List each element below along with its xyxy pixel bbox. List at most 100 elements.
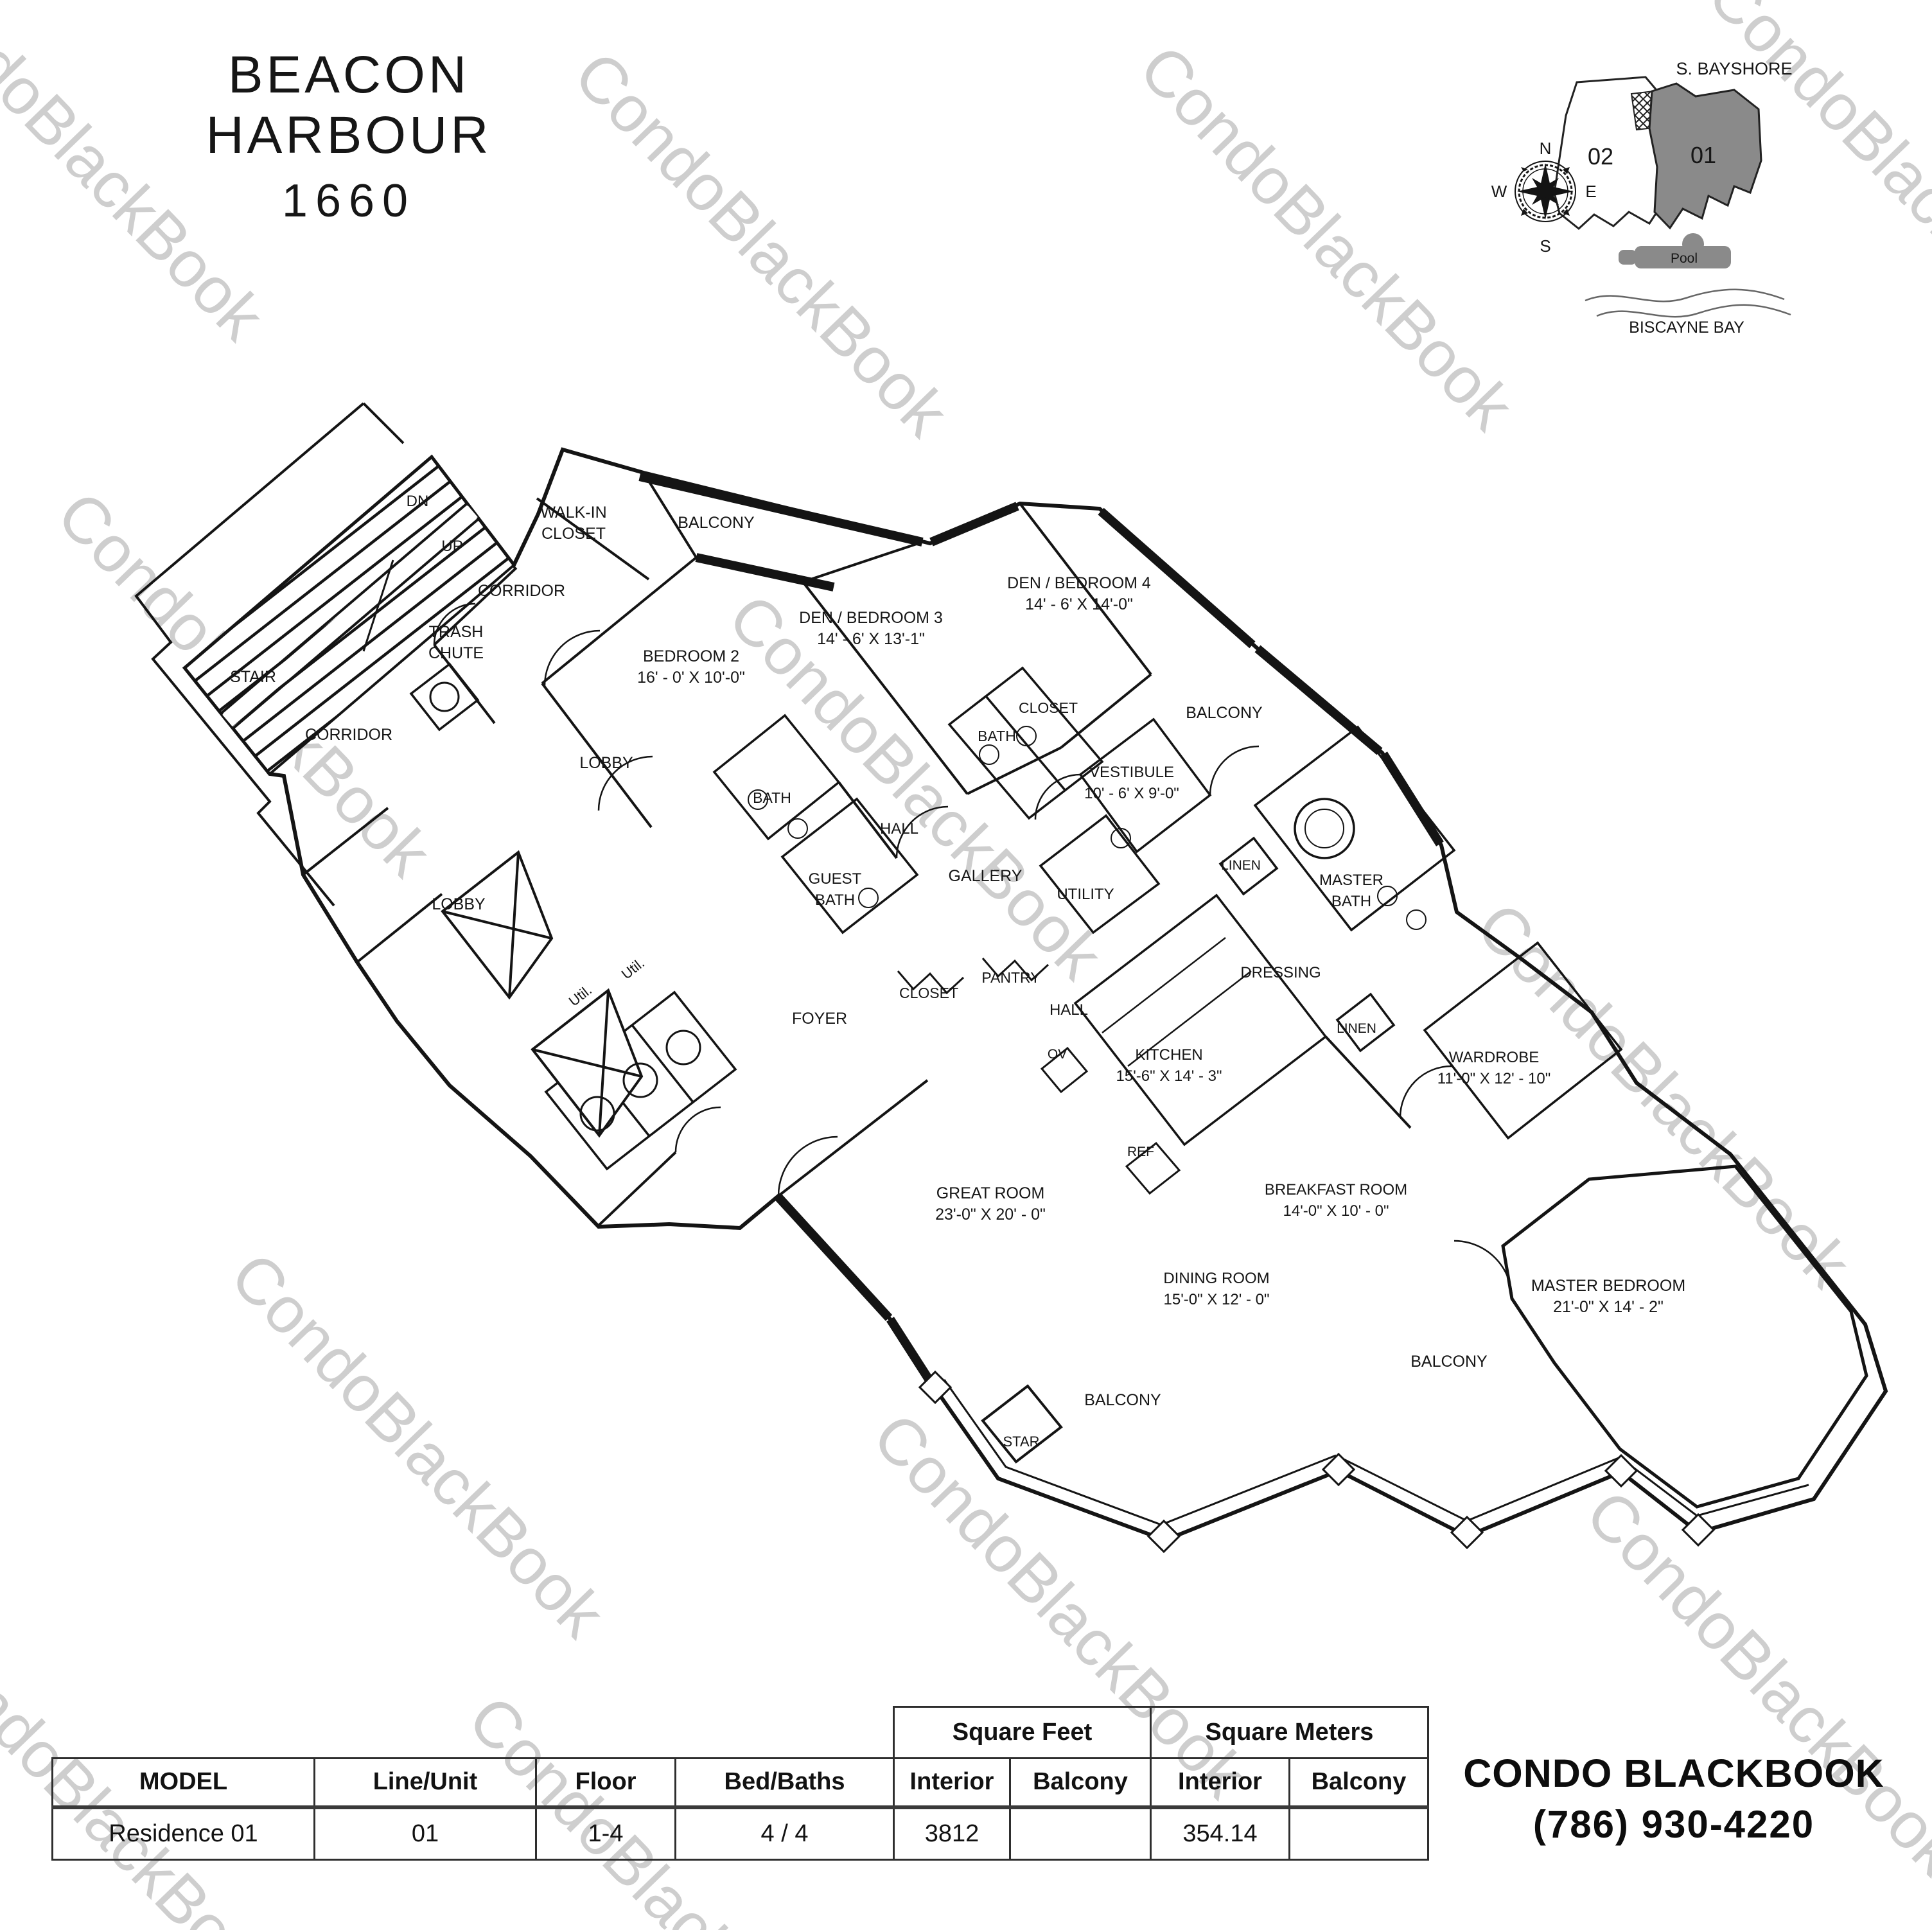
room-label: STAR [1003,1434,1039,1450]
brand-footer: CONDO BLACKBOOK (786) 930-4220 [1455,1751,1892,1847]
unit-02-label: 02 [1588,143,1613,170]
room-label: FOYER [792,1010,847,1028]
room-label: BATH [978,728,1016,744]
elevator-shafts [441,850,644,1138]
room-label: BALCONY [1410,1353,1488,1371]
room-label: BALCONY [678,514,755,532]
cell-bed-baths: 4 / 4 [674,1806,895,1861]
service-sink [622,1062,658,1098]
room-label: CORRIDOR [478,582,565,600]
cell-line-unit: 01 [313,1806,537,1861]
room-label: CLOSET [899,985,958,1001]
compass-w: W [1491,182,1507,201]
bay-label: BISCAYNE BAY [1629,319,1744,337]
utility-box [1039,814,1161,934]
master-bath-box [1253,725,1456,932]
room-label: LOBBY [579,754,633,772]
cell-interior-ft: 3812 [893,1806,1011,1861]
building-title: BEACON HARBOUR [206,46,492,164]
stair-block [183,455,516,776]
closet-zigzags [897,958,1049,995]
balcony-rails [943,1379,1809,1526]
cell-interior-m: 354.14 [1150,1806,1290,1861]
service-sink [579,1096,615,1132]
master-tub [1294,798,1355,859]
group-header-square-feet: Square Feet [893,1706,1152,1759]
wardrobe-box [1423,941,1623,1140]
col-header-model: MODEL [51,1757,315,1809]
room-label: DN [407,493,429,510]
col-header-interior-ft: Interior [893,1757,1011,1809]
building-number: 1660 [281,175,416,227]
compass-rose-icon: N E S W [1491,139,1597,256]
room-label: LINEN [1221,858,1261,873]
plan-walls [134,402,1888,1554]
room-label: PANTRY [981,969,1040,986]
balcony-columns [918,1370,1716,1554]
bath-bedroom2-box [712,714,841,841]
cell-floor: 1-4 [535,1806,676,1861]
kitchen-counters [1102,937,1252,1067]
door-arcs [433,602,1513,1299]
room-label: Util. [619,955,647,983]
room-label: LINEN [1337,1021,1376,1036]
street-label: S. BAYSHORE [1676,59,1792,78]
room-label: OV [1048,1047,1067,1062]
oven-box [1040,1046,1089,1094]
compass-e: E [1585,182,1596,201]
trash-chute-box [409,662,480,732]
room-label: REF [1127,1145,1154,1159]
col-header-bed-baths: Bed/Baths [674,1757,895,1809]
guest-bath-box [780,797,919,934]
room-label: HALL [880,820,918,838]
fridge-box [1125,1141,1181,1195]
cell-balcony-ft [1009,1806,1152,1861]
bay-waves [1585,288,1791,318]
title-block: BEACON HARBOUR 1660 [82,45,615,227]
site-map: S. BAYSHORE 02 01 Pool BISCAYNE BAY [1491,59,1793,337]
room-label: CLOSET [1019,699,1078,716]
pool-shape [1619,233,1731,268]
compass-n: N [1540,139,1552,158]
brand-name-regular: CONDO [1463,1751,1613,1795]
pool-label: Pool [1671,251,1698,266]
compass-s: S [1540,236,1550,256]
fixtures [429,681,1427,1132]
room-label: CORRIDOR [305,726,392,744]
room-label: DRESSING [1240,964,1321,981]
service-sink [665,1030,701,1066]
thick-wall-bands [638,472,1444,1390]
kitchen-box [1073,893,1328,1146]
room-label: BALCONY [1084,1391,1161,1409]
master-bedroom-outline [1501,1164,1868,1509]
room-label: UTILITY [1057,886,1114,903]
exterior-corridor-wall [134,402,405,907]
room-label: GALLERY [949,867,1023,885]
linen-dressing-box [1335,992,1396,1053]
table-spacer [53,1707,894,1759]
col-header-balcony-ft: Balcony [1009,1757,1152,1809]
room-label: BALCONY [1186,704,1263,722]
brand-name: CONDO BLACKBOOK [1455,1751,1892,1796]
linen-master-box [1218,836,1279,896]
room-label: UP [441,538,462,555]
building-01-shape [1648,82,1762,230]
cell-balcony-m [1288,1806,1429,1861]
cell-model: Residence 01 [51,1806,315,1861]
interior-walls [302,471,1412,1227]
